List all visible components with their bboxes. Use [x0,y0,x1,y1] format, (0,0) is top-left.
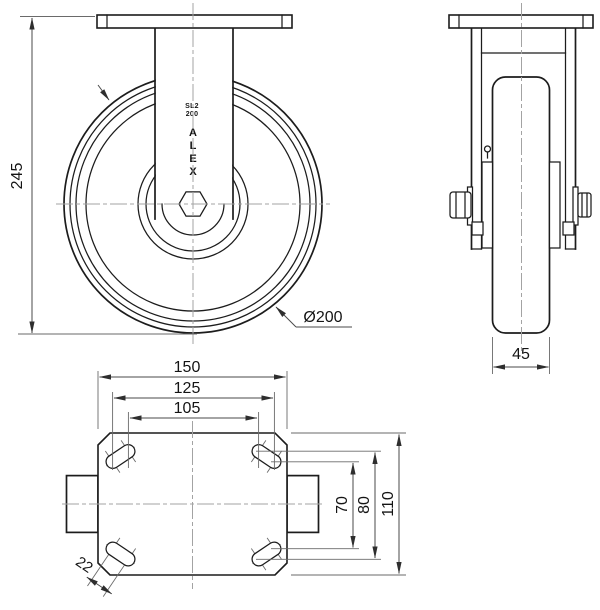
dim-80-label: 80 [356,496,373,514]
dim-bolt-inner: 105 [127,400,260,468]
dim-22-label: 22 [72,553,95,576]
dim-bolt-outer: 125 [112,380,275,470]
dim-200-label: Ø200 [303,309,342,326]
dim-125-label: 125 [174,380,201,397]
hub-mark-line2: 200 [186,111,199,118]
axle-washer-right [572,186,579,226]
dim-105-label: 105 [174,400,201,417]
hub-boss-right [548,161,561,249]
dim-overall-height: 245 [9,16,197,335]
grease-fitting-icon [483,145,492,153]
dim-wheel-diameter: Ø200 [275,306,352,328]
dim-45-label: 45 [512,346,530,363]
dim-bolt-depth-inner: 70 [271,461,359,550]
front-view: SL2 200 A L E X [56,3,330,347]
dim-110-label: 110 [380,491,397,517]
dim-150-label: 150 [174,359,201,376]
tread-leader-arrow [97,84,110,101]
spacer-tab-right [562,221,575,236]
spacer-tab-left [471,221,484,236]
fork-column-fill [155,28,233,204]
bolt-slot-bottom-left: 22 [72,537,137,597]
dim-245-label: 245 [9,163,26,190]
dim-wheel-width: 45 [492,337,550,374]
dim-bolt-depth-outer: 80 [256,450,381,560]
side-view [448,3,594,352]
hub-mark-line1: SL2 [185,103,199,110]
dim-plate-depth: 110 [291,432,406,576]
axle-bolt-head [449,191,472,219]
axle-nut-side [577,192,592,218]
dim-70-label: 70 [334,496,351,514]
top-plate-front [96,14,293,29]
dim-plate-width: 150 [97,359,288,429]
plate-bottom-view: 22 [62,421,323,597]
dim-22-line [86,576,113,595]
